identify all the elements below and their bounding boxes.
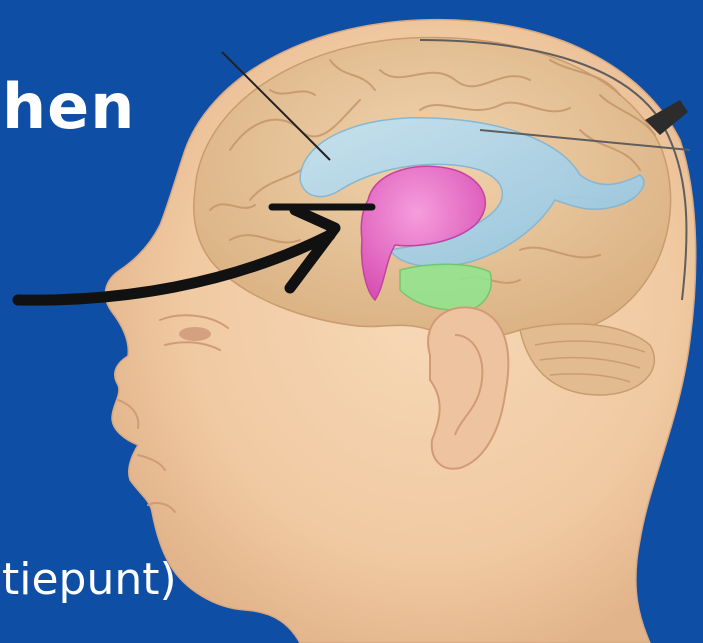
- eye: [179, 327, 211, 341]
- slide-title-fragment: hen: [2, 70, 135, 143]
- slide-bullet-fragment: tiepunt): [2, 554, 177, 605]
